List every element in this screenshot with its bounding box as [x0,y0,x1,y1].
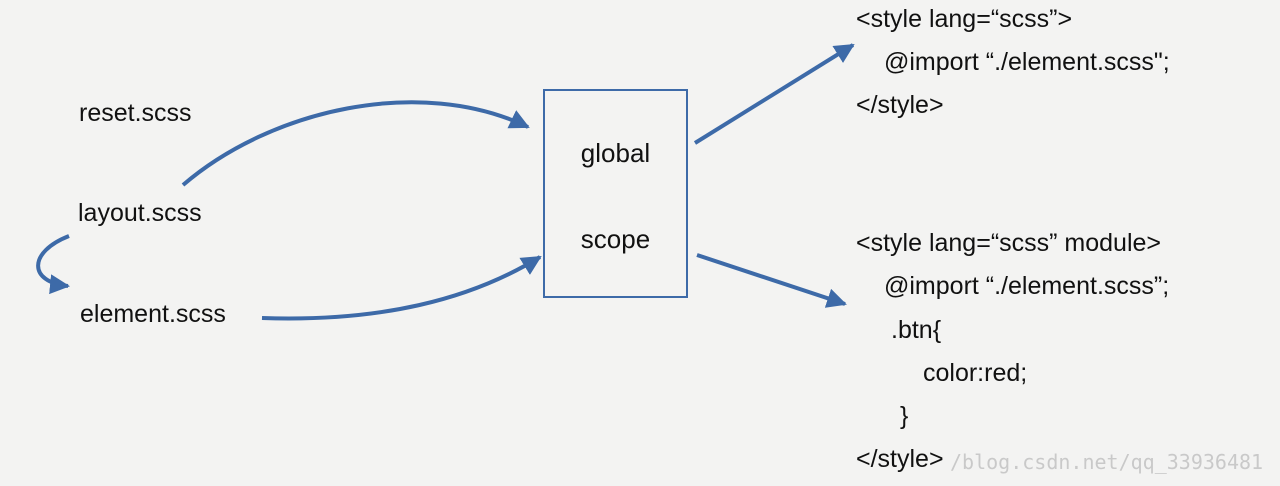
code-line: <style lang=“scss”> [856,5,1073,33]
global-scope-box: global scope [543,89,688,298]
file-layout-scss: layout.scss [78,199,202,227]
code-line: <style lang=“scss” module> [856,229,1162,257]
arrow-layout-to-scope [181,100,530,187]
file-element-scss: element.scss [80,300,226,328]
arrow-scope-to-module-code [696,253,847,308]
arrow-element-to-scope [261,255,542,321]
code-block-module-style: <style lang=“scss” module> @import “./el… [856,228,1266,478]
code-line: </style> [856,445,944,473]
code-line: color:red; [923,359,1028,387]
code-line: </style> [856,91,944,119]
arrow-scope-to-global-code [693,43,855,145]
code-block-global-style: <style lang=“scss”> @import “./element.s… [856,4,1256,119]
code-line: .btn{ [891,316,942,344]
code-line: @import “./element.scss"; [884,48,1170,76]
code-line: @import “./element.scss”; [884,272,1170,300]
scope-box-label-scope: scope [580,224,651,254]
arrow-layout-to-element [36,234,70,295]
scope-box-label-global: global [580,138,651,168]
code-line: } [900,402,909,430]
file-reset-scss: reset.scss [79,99,192,127]
watermark-text: /blog.csdn.net/qq_33936481 [950,450,1264,474]
